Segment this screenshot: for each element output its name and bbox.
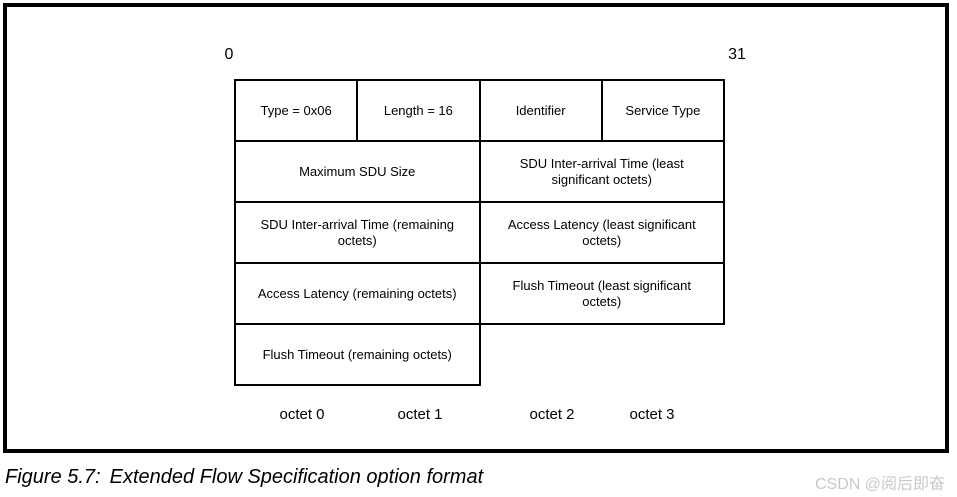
field-sdu-interarrival-least: SDU Inter-arrival Time (least significan… bbox=[478, 140, 725, 203]
table-row: Type = 0x06 Length = 16 Identifier Servi… bbox=[233, 79, 726, 142]
field-access-latency-least: Access Latency (least significant octets… bbox=[478, 201, 725, 264]
field-flush-timeout-least: Flush Timeout (least significant octets) bbox=[478, 262, 725, 325]
packet-format-table: Type = 0x06 Length = 16 Identifier Servi… bbox=[233, 79, 726, 386]
table-row: Flush Timeout (remaining octets) bbox=[234, 323, 725, 386]
bit-index-end-label: 31 bbox=[728, 46, 746, 63]
field-flush-timeout-remaining: Flush Timeout (remaining octets) bbox=[234, 323, 481, 386]
figure-caption-title: Extended Flow Specification option forma… bbox=[109, 466, 484, 488]
empty-region bbox=[480, 324, 725, 385]
packet-format-grid: Type = 0x06 Length = 16 Identifier Servi… bbox=[233, 79, 726, 386]
figure-caption-number: Figure 5.7: bbox=[5, 466, 101, 488]
field-service-type: Service Type bbox=[600, 79, 726, 142]
field-length: Length = 16 bbox=[356, 79, 481, 142]
bit-index-start-label: 0 bbox=[224, 46, 234, 63]
field-maximum-sdu-size: Maximum SDU Size bbox=[234, 140, 481, 203]
figure-border-frame: 0 31 Type = 0x06 Length = 16 Identifier … bbox=[3, 3, 949, 453]
field-identifier: Identifier bbox=[478, 79, 603, 142]
csdn-watermark: CSDN @阅后即奋 bbox=[814, 476, 945, 493]
octet-3-label: octet 3 bbox=[629, 406, 675, 423]
octet-0-label: octet 0 bbox=[279, 406, 325, 423]
field-sdu-interarrival-remaining: SDU Inter-arrival Time (remaining octets… bbox=[234, 201, 481, 264]
field-type: Type = 0x06 bbox=[233, 79, 359, 142]
table-row: SDU Inter-arrival Time (remaining octets… bbox=[234, 201, 725, 264]
table-row: Maximum SDU Size SDU Inter-arrival Time … bbox=[234, 140, 725, 203]
octet-2-label: octet 2 bbox=[529, 406, 575, 423]
field-access-latency-remaining: Access Latency (remaining octets) bbox=[234, 262, 481, 325]
figure-caption: Figure 5.7: Extended Flow Specification o… bbox=[5, 466, 483, 489]
octet-1-label: octet 1 bbox=[397, 406, 443, 423]
table-row: Access Latency (remaining octets) Flush … bbox=[234, 262, 725, 325]
